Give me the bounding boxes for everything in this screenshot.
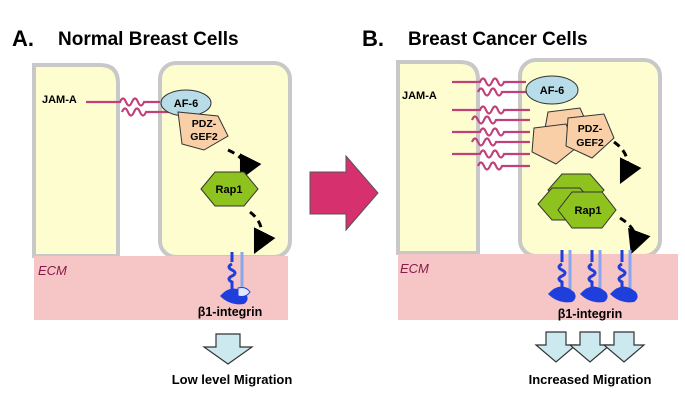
- pdz-gef2-label-line1-a: PDZ-: [192, 118, 217, 130]
- jam-a-dimer-a: [86, 97, 178, 117]
- integrin-label-a: β1-integrin: [198, 305, 263, 319]
- jam-a-label-b: JAM-A: [402, 90, 437, 102]
- migration-arrow-a: [202, 333, 254, 365]
- transition-arrow: [309, 154, 379, 232]
- integrin-label-b: β1-integrin: [558, 307, 623, 321]
- panel-b-letter: B.: [362, 26, 384, 51]
- pdz-gef2-protein-a: [177, 111, 229, 151]
- af6-protein-b: [525, 75, 579, 105]
- rap1-label-a: Rap1: [216, 184, 243, 196]
- panel-b: B. Breast Cancer Cells ECM JAM-A AF-6 PD…: [362, 26, 678, 387]
- ecm-region-b: [398, 254, 678, 320]
- panel-a-letter: A.: [12, 26, 34, 51]
- ecm-label-a: ECM: [38, 263, 67, 278]
- activation-arrow-rap1-integrin-a: [249, 210, 276, 255]
- jam-a-label-a: JAM-A: [42, 94, 77, 106]
- migration-arrow-b2: [568, 331, 612, 363]
- pdz-gef2-label-line1-b: PDZ-: [578, 123, 603, 135]
- panel-b-title: Breast Cancer Cells: [408, 29, 588, 50]
- rap1-label-b: Rap1: [575, 205, 602, 217]
- migration-label-b: Increased Migration: [529, 372, 652, 387]
- rap1-protein-a: [200, 171, 259, 207]
- activation-arrow-rap1-integrin-b: [619, 216, 651, 255]
- rap1-protein-b3: [557, 191, 617, 229]
- beta1-integrin-b1: [548, 250, 576, 303]
- pdz-gef2-label-line2-a: GEF2: [190, 131, 218, 143]
- beta1-integrin-b3: [610, 250, 638, 303]
- ecm-label-b: ECM: [400, 261, 429, 276]
- activation-arrow-pdz-rap1-b: [613, 140, 642, 185]
- af6-label-a: AF-6: [174, 98, 198, 110]
- pdz-gef2-protein-b3: [565, 113, 615, 159]
- migration-arrow-b3: [602, 331, 646, 363]
- activation-arrow-pdz-rap1-a: [227, 148, 262, 181]
- migration-arrow-b1: [534, 331, 578, 363]
- neighbor-cell-a: [32, 63, 120, 258]
- migration-label-a: Low level Migration: [172, 372, 293, 387]
- panel-a-title: Normal Breast Cells: [58, 29, 239, 50]
- pdz-gef2-label-line2-b: GEF2: [576, 137, 604, 149]
- af6-label-b: AF-6: [540, 85, 564, 97]
- beta1-integrin-b2: [580, 250, 608, 303]
- pdz-gef2-protein-b2: [531, 123, 577, 165]
- beta1-integrin-a: [220, 252, 251, 305]
- panel-a: A. Normal Breast Cells ECM JAM-A AF-6 PD…: [12, 26, 292, 387]
- jam-a-dimers-b: [452, 77, 530, 171]
